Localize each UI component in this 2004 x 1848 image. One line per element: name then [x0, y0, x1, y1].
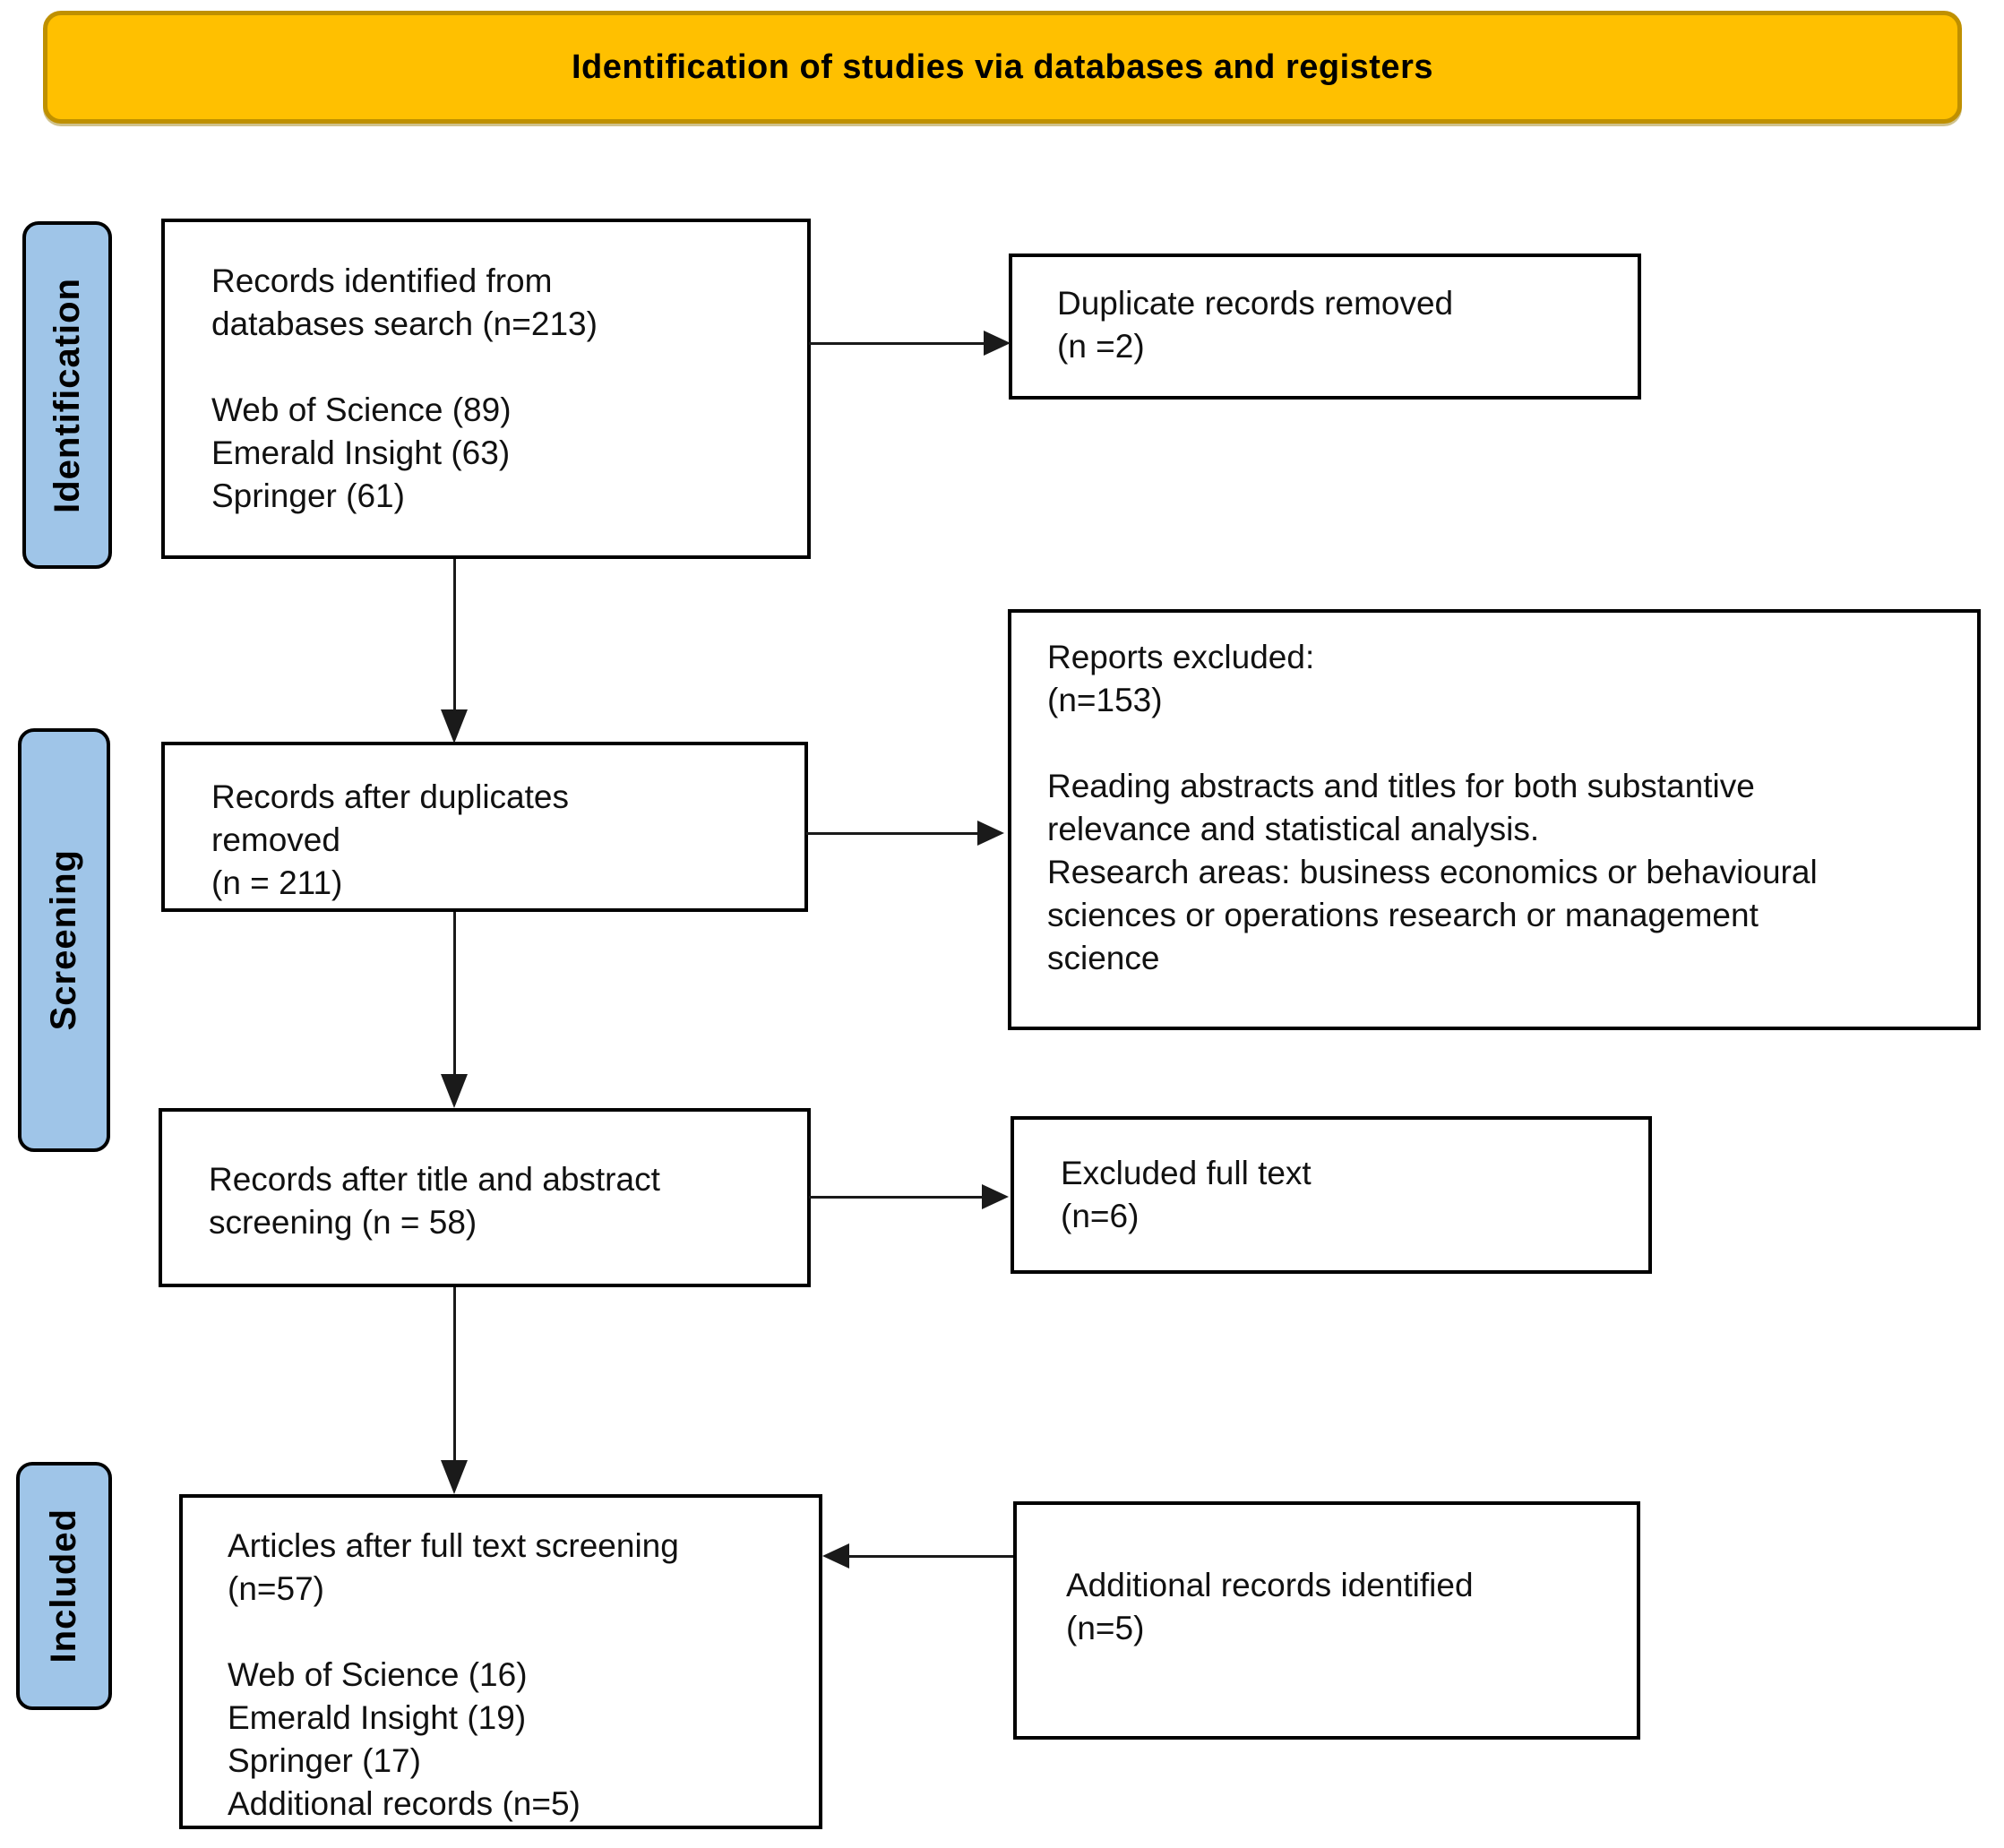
- stage-label-screening-text: Screening: [44, 849, 83, 1031]
- stage-label-included-text: Included: [44, 1508, 83, 1663]
- arrow-records-to-duplicates-line: [809, 342, 985, 345]
- stage-label-included: Included: [16, 1462, 112, 1710]
- banner-title: Identification of studies via databases …: [572, 47, 1433, 86]
- box-records-after-duplicates-text: Records after duplicates removed (n = 21…: [211, 778, 569, 901]
- arrow-titleabstract-to-articles-line: [453, 1287, 456, 1464]
- arrow-additionalrecords-to-articles-head-icon: [822, 1543, 849, 1569]
- box-records-identified-text: Records identified from databases search…: [211, 262, 598, 514]
- box-additional-records: Additional records identified (n=5): [1013, 1501, 1640, 1740]
- box-duplicates-removed: Duplicate records removed (n =2): [1009, 254, 1641, 400]
- box-duplicates-removed-text: Duplicate records removed (n =2): [1057, 285, 1454, 365]
- arrow-titleabstract-to-articles-head-icon: [441, 1460, 468, 1494]
- box-additional-records-text: Additional records identified (n=5): [1066, 1567, 1474, 1646]
- stage-label-identification-text: Identification: [47, 277, 87, 513]
- arrow-titleabstract-to-excludedfulltext-head-icon: [982, 1184, 1009, 1209]
- arrow-additionalrecords-to-articles-line: [847, 1555, 1013, 1558]
- arrow-records-to-duplicates-head-icon: [984, 331, 1011, 356]
- box-title-abstract-screening: Records after title and abstract screeni…: [159, 1108, 811, 1287]
- banner: Identification of studies via databases …: [43, 11, 1962, 124]
- arrow-titleabstract-to-excludedfulltext-line: [809, 1196, 984, 1199]
- box-articles-full-text: Articles after full text screening (n=57…: [179, 1494, 822, 1829]
- box-reports-excluded: Reports excluded: (n=153) Reading abstra…: [1008, 609, 1981, 1030]
- arrow-afterduplicates-to-titleabstract-head-icon: [441, 1074, 468, 1108]
- box-articles-full-text-text: Articles after full text screening (n=57…: [228, 1527, 679, 1822]
- arrow-afterduplicates-to-reportsexcluded-head-icon: [977, 821, 1004, 846]
- stage-label-screening: Screening: [18, 728, 110, 1152]
- box-records-identified: Records identified from databases search…: [161, 219, 811, 559]
- box-excluded-full-text-text: Excluded full text (n=6): [1061, 1155, 1312, 1234]
- box-reports-excluded-text: Reports excluded: (n=153) Reading abstra…: [1047, 639, 1818, 976]
- arrow-afterduplicates-to-reportsexcluded-line: [806, 832, 979, 835]
- box-title-abstract-screening-text: Records after title and abstract screeni…: [209, 1161, 660, 1241]
- stage-label-identification: Identification: [22, 221, 112, 569]
- arrow-records-to-afterduplicates-head-icon: [441, 709, 468, 743]
- arrow-records-to-afterduplicates-line: [453, 559, 456, 713]
- arrow-afterduplicates-to-titleabstract-line: [453, 912, 456, 1076]
- box-excluded-full-text: Excluded full text (n=6): [1011, 1116, 1652, 1274]
- box-records-after-duplicates: Records after duplicates removed (n = 21…: [161, 742, 808, 912]
